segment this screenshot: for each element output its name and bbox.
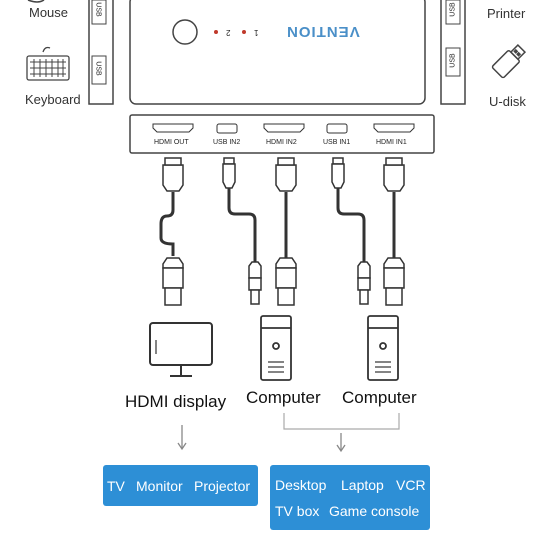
usb-port-left-2 [91, 55, 107, 85]
usb-in1-port [326, 123, 348, 134]
usb-in2-port [216, 123, 238, 134]
indicator-label-2: 2 [226, 28, 231, 37]
mouse-label: Mouse [29, 5, 69, 20]
computer-b-label: Computer [342, 388, 417, 407]
hdmi-cable-in1 [383, 157, 405, 306]
port-panel [129, 114, 435, 154]
usb-label-left-1: USB [94, 2, 102, 17]
usb-label-right-1: USB [449, 2, 457, 17]
switch-button [172, 19, 198, 45]
port-label-usb-in2: USB IN2 [213, 139, 241, 146]
switch-body [129, 0, 426, 105]
target-desktop: Desktop [275, 477, 327, 493]
hdmi-display-label: HDMI display [125, 392, 227, 411]
keyboard-label: Keyboard [25, 92, 81, 107]
usb-port-left-1 [91, 0, 107, 25]
indicator-label-1: 1 [254, 28, 259, 37]
udisk-icon [491, 43, 527, 79]
keyboard-icon [26, 46, 70, 81]
usb-cable-in2 [222, 157, 262, 305]
arrow-down-icon-display [177, 425, 187, 451]
target-laptop: Laptop [341, 477, 384, 493]
port-label-hdmi-out: HDMI OUT [154, 139, 189, 146]
computer-targets-box: Desktop Laptop VCR TV box Game console [270, 465, 430, 530]
target-projector: Projector [194, 478, 251, 494]
indicator-led-1 [242, 30, 246, 34]
target-tv: TV [107, 478, 125, 494]
hdmi-in2-port [263, 123, 305, 133]
usb-port-right-1 [445, 0, 461, 25]
target-vcr: VCR [396, 477, 426, 493]
brand-logo: VENTION [286, 23, 360, 40]
computer-bracket [283, 413, 400, 430]
computer-a-label: Computer [246, 388, 321, 407]
target-game-console: Game console [329, 503, 420, 519]
usb-label-right-2: USB [449, 53, 457, 68]
hdmi-cable-in2 [275, 157, 297, 306]
printer-label: Printer [487, 6, 526, 21]
usb-cable-in1 [331, 157, 371, 305]
hdmi-cable-out [159, 157, 184, 306]
display-targets-box: TV Monitor Projector [103, 465, 258, 506]
usb-port-right-2 [445, 47, 461, 77]
arrow-down-icon-computers [336, 433, 346, 453]
computer-tower-icon-a [260, 315, 292, 381]
udisk-label: U-disk [489, 94, 526, 109]
hdmi-out-port [152, 123, 194, 133]
port-label-usb-in1: USB IN1 [323, 139, 351, 146]
monitor-icon [149, 322, 213, 377]
mouse-icon [27, 0, 45, 3]
usb-label-left-2: USB [94, 61, 102, 76]
indicator-led-2 [214, 30, 218, 34]
port-label-hdmi-in2: HDMI IN2 [266, 139, 297, 146]
hdmi-in1-port [373, 123, 415, 133]
port-label-hdmi-in1: HDMI IN1 [376, 139, 407, 146]
target-monitor: Monitor [136, 478, 183, 494]
target-tv-box: TV box [275, 503, 320, 519]
computer-tower-icon-b [367, 315, 399, 381]
